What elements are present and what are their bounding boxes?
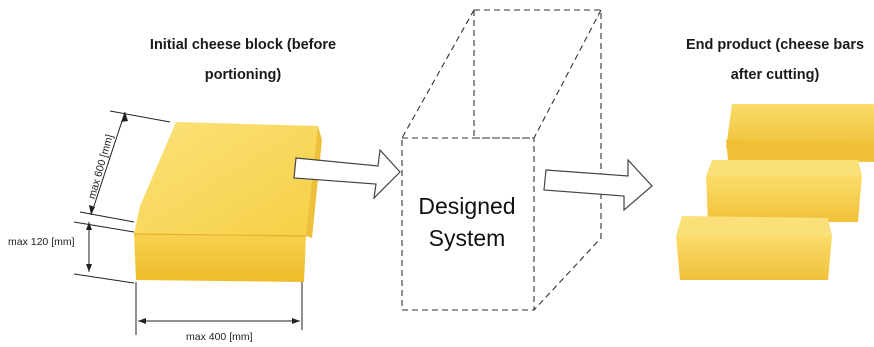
end-product-label-line2: after cutting) bbox=[730, 67, 820, 83]
cheese-bars-image bbox=[676, 104, 874, 280]
height-dimension-label: max 120 [mm] bbox=[8, 236, 75, 248]
designed-system-label-line1: Designed bbox=[418, 193, 516, 219]
cheese-bar-top bbox=[726, 104, 874, 162]
cheese-block-image bbox=[133, 122, 322, 282]
initial-block-label: Initial cheese block (before portioning) bbox=[118, 30, 368, 90]
cheese-block-front bbox=[134, 234, 306, 282]
cheese-bar-middle bbox=[706, 160, 862, 222]
depth-dimension-line bbox=[90, 111, 126, 216]
end-product-label: End product (cheese bars after cutting) bbox=[655, 30, 874, 90]
cheese-bar-bottom bbox=[676, 216, 832, 280]
initial-block-label-line1: Initial cheese block (before bbox=[149, 37, 337, 53]
width-dimension-label: max 400 [mm] bbox=[186, 331, 253, 343]
dimension-lines bbox=[73, 110, 303, 335]
designed-system-label-line2: System bbox=[428, 225, 506, 251]
initial-block-label-line2: portioning) bbox=[204, 67, 282, 83]
cheese-block-top bbox=[134, 122, 318, 236]
designed-system-label: Designed System bbox=[402, 190, 532, 254]
cheese-block-side-edge bbox=[306, 126, 322, 238]
arrow-into-system bbox=[293, 148, 401, 200]
designed-system-box bbox=[401, 9, 602, 311]
end-product-label-line1: End product (cheese bars bbox=[685, 37, 865, 53]
arrow-out-of-system bbox=[543, 158, 653, 212]
